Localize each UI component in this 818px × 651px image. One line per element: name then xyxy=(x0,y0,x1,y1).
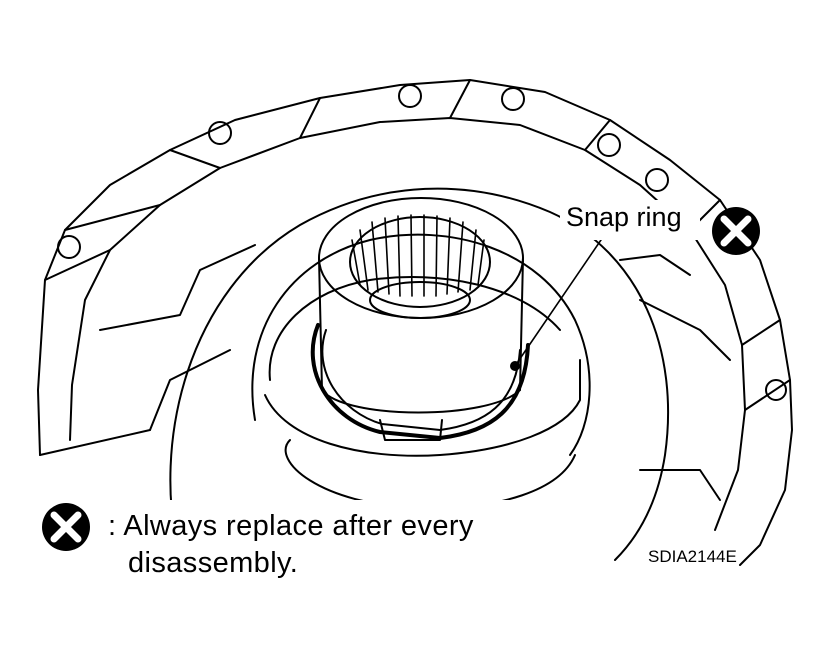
callout-leader xyxy=(514,236,604,367)
bolt-hole xyxy=(57,235,81,259)
snap-ring xyxy=(310,323,530,440)
callout-mask xyxy=(560,200,700,240)
housing-web xyxy=(149,349,231,431)
housing-rib-1 xyxy=(39,429,151,456)
housing-web xyxy=(619,254,691,276)
legend-x-icon xyxy=(42,503,90,551)
snap-ring-gap xyxy=(379,419,443,441)
legend-line-1: : Always replace after every xyxy=(108,512,474,541)
housing-outline xyxy=(37,79,793,566)
housing-rib-6 xyxy=(449,79,471,119)
legend-line-2: disassembly. xyxy=(128,547,299,579)
bore-step xyxy=(268,276,561,381)
housing-inner-edge xyxy=(69,117,746,531)
housing-rib-3 xyxy=(64,204,161,231)
snap-ring-label: Snap ring xyxy=(566,202,682,232)
legend-colon: : xyxy=(108,510,117,542)
housing-web xyxy=(639,299,731,361)
sleeve-side-right xyxy=(519,257,524,391)
bolt-hole xyxy=(597,133,621,157)
legend-mask xyxy=(95,500,545,590)
housing-rib-5 xyxy=(299,97,321,139)
housing-web xyxy=(639,469,721,501)
sleeve-side-left xyxy=(318,257,323,391)
bolt-hole xyxy=(501,87,525,111)
sleeve-bore xyxy=(349,216,491,308)
callout-dot xyxy=(510,361,520,371)
bolt-hole xyxy=(208,121,232,145)
sleeve-inner-bore xyxy=(369,281,471,319)
bore-outer xyxy=(169,187,669,561)
bolt-hole xyxy=(398,84,422,108)
spline-teeth xyxy=(351,214,485,297)
housing-rib-2 xyxy=(44,249,111,281)
housing-rib-7 xyxy=(584,119,611,151)
bore-ring xyxy=(284,439,576,510)
snap-ring-inner xyxy=(321,329,521,431)
legend-text-1: Always replace after every xyxy=(123,510,474,542)
housing-rib-4 xyxy=(169,149,221,169)
housing-rib-9 xyxy=(741,319,781,346)
figure-code: SDIA2144E xyxy=(648,547,737,566)
replace-x-icon xyxy=(712,207,760,255)
bore-ring xyxy=(251,233,591,456)
bolt-hole xyxy=(765,379,787,401)
bolt-hole xyxy=(645,168,669,192)
housing-web xyxy=(99,244,256,331)
bore-step xyxy=(264,359,581,457)
